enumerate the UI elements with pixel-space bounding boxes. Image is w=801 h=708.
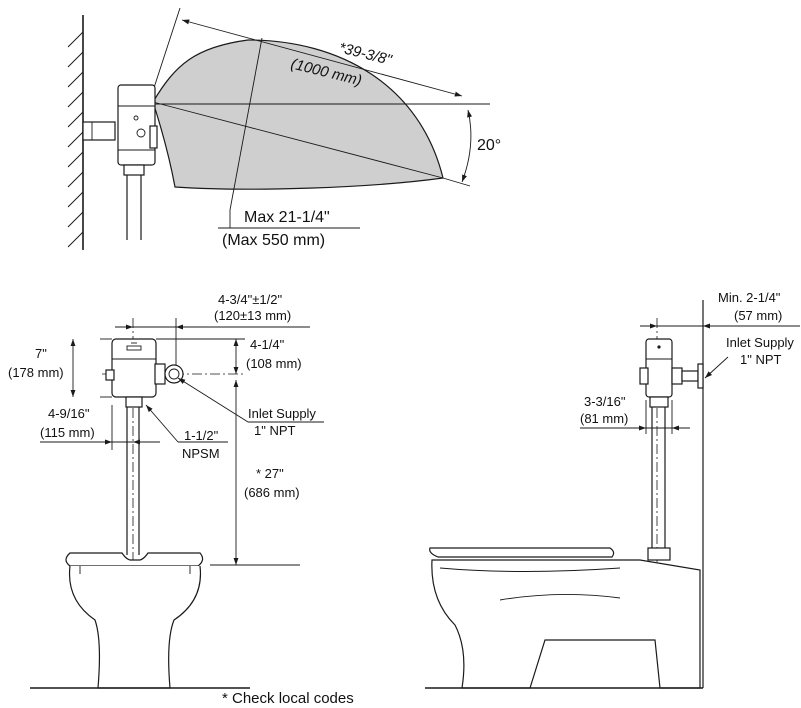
width-dimension-mm-label: (Max 550 mm) bbox=[222, 232, 325, 249]
front-view: 4-3/4"±1/2" (120±13 mm) 7" (178 mm) 4-1/… bbox=[8, 292, 324, 689]
spud-offset-mm-label: (115 mm) bbox=[40, 425, 95, 440]
wall-hatching bbox=[67, 15, 84, 250]
bowl-height-mm-label: (686 mm) bbox=[244, 485, 300, 500]
inlet-thread-label: 1" NPT bbox=[254, 423, 296, 438]
min-clearance-mm-label: (57 mm) bbox=[734, 308, 782, 323]
height-dimension-mm-label: (178 mm) bbox=[8, 365, 64, 380]
toilet-front-view bbox=[30, 552, 250, 689]
flush-valve-front-view bbox=[105, 338, 184, 555]
inlet-height-label: 4-1/4" bbox=[250, 337, 285, 352]
spud-thread-label: NPSM bbox=[182, 446, 220, 461]
footnote: * Check local codes bbox=[222, 690, 354, 707]
depth-mm-label: (81 mm) bbox=[580, 411, 628, 426]
depth-label: 3-3/16" bbox=[584, 394, 626, 409]
toilet-side-view bbox=[425, 547, 703, 689]
angle-label: 20° bbox=[477, 137, 501, 154]
spud-size-label: 1-1/2" bbox=[184, 428, 219, 443]
inlet-supply-label: Inlet Supply bbox=[248, 406, 316, 421]
offset-dimension-label: 4-3/4"±1/2" bbox=[218, 292, 282, 307]
height-dimension-label: 7" bbox=[35, 346, 47, 361]
bowl-height-label: * 27" bbox=[256, 466, 284, 481]
spud-offset-label: 4-9/16" bbox=[48, 406, 90, 421]
side-inlet-supply-label: Inlet Supply bbox=[726, 335, 794, 350]
flush-valve-side-view bbox=[639, 338, 704, 561]
side-view: Min. 2-1/4" (57 mm) Inlet Supply 1" NPT … bbox=[425, 290, 800, 689]
width-dimension-label: Max 21-1/4" bbox=[244, 209, 330, 226]
flush-valve-top-view bbox=[82, 84, 158, 240]
offset-dimension-mm-label: (120±13 mm) bbox=[214, 308, 291, 323]
inlet-height-mm-label: (108 mm) bbox=[246, 356, 302, 371]
min-clearance-label: Min. 2-1/4" bbox=[718, 290, 781, 305]
side-inlet-thread-label: 1" NPT bbox=[740, 352, 782, 367]
top-view: *39-3/8" (1000 mm) 20° Max 21-1/4" (Max … bbox=[67, 7, 501, 250]
